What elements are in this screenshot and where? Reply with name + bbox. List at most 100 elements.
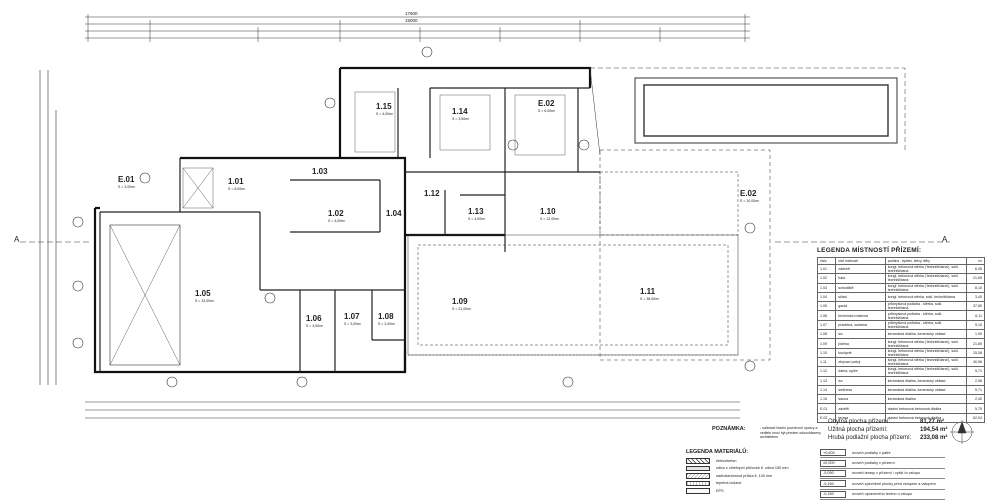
material-swatch — [686, 488, 710, 494]
legend-cell: 1.11 — [816, 356, 837, 368]
area-label: Hrubá podlažní plocha přízemí: — [828, 435, 912, 441]
legend-cell: kongl. betonová stěrka ('technišťdana'),… — [884, 338, 967, 349]
room-number: 1.15 — [376, 102, 392, 111]
level-value: ±0,000 — [820, 459, 846, 467]
legend-cell: 1.06 — [816, 310, 837, 321]
material-label: zdivo z cihelných přičovek tl. zdiva 150… — [716, 466, 789, 471]
material-row: železobeton — [686, 457, 816, 465]
legend-cell: účel místnosti — [835, 257, 886, 265]
legend-cell: 1.14 — [816, 384, 837, 396]
legend-cell: 3,40 — [965, 291, 986, 303]
area-value: 194,54 m² — [920, 427, 948, 433]
material-row: EPS — [686, 487, 816, 495]
level-row: -0,050 úroveň terasy v přízemí / vyšší to… — [820, 469, 945, 480]
level-label: úroveň upraveného terénu u vstupu — [852, 492, 912, 497]
material-swatch — [686, 465, 710, 471]
material-row: sádrokartonová příčka tl. 100 mm — [686, 472, 816, 480]
legend-title: LEGENDA MÍSTNOSTÍ PŘÍZEMÍ: — [817, 247, 922, 254]
legend-cell: jídelna — [835, 338, 886, 349]
level-label: úroveň podlahy v přízemí — [852, 461, 895, 466]
room-number: E.02 — [740, 189, 757, 198]
legend-cell: 6,11 — [965, 310, 986, 321]
legend-cell: kongl. betonová stěrka ('technišťdana'),… — [884, 347, 967, 358]
room-number: 1.03 — [312, 167, 328, 176]
legend-cell: 2,56 — [965, 375, 986, 386]
legend-cell: wc — [835, 375, 886, 386]
legend-cell: keramická dlažba — [884, 394, 967, 405]
room-number: 1.06 — [306, 314, 322, 323]
room-number: 1.05 — [195, 289, 211, 298]
room-number: E.02 — [538, 99, 555, 108]
room-area: S = 3,00m² — [118, 185, 136, 189]
level-value: -0,050 — [820, 469, 846, 477]
legend-cell: kongl. betonová stěrka ('technišťdana'),… — [884, 263, 967, 275]
dimension-label: 15000 — [405, 18, 418, 23]
room-number: 1.10 — [540, 207, 556, 216]
legend-cell: schodiště — [835, 282, 886, 293]
section-mark-right: A — [942, 235, 947, 244]
room-area: S = 4,00m² — [468, 217, 486, 221]
level-value: +0,600 — [820, 449, 846, 457]
room-area: S = 3,50m² — [452, 117, 470, 121]
legend-cell: hala — [835, 273, 886, 284]
room-number: 1.08 — [378, 312, 394, 321]
room-area: S = 12,00m² — [540, 217, 560, 221]
legend-cell: 5,71 — [965, 366, 986, 377]
material-label: EPS — [716, 488, 724, 493]
level-label: úroveň terasy v přízemí / vyšší to vstup… — [852, 471, 920, 476]
legend-cell: obývací pokoj — [835, 356, 886, 368]
area-row: Užitná plocha přízemí:194,54 m² — [828, 426, 947, 434]
legend-cell: kongl. betonová stěrka, sokl. technišťda… — [884, 291, 967, 303]
area-row: Hrubá podlažní plocha přízemí: 233,08 m² — [828, 434, 947, 442]
room-number: 1.02 — [328, 209, 344, 218]
legend-cell: 1.15 — [816, 394, 837, 405]
legend-cell: kongl. betonová stěrka ('technišťdana'),… — [884, 356, 967, 368]
room-area: S = 38,00m² — [640, 297, 660, 301]
legend-cell: E.01 — [816, 403, 837, 414]
legend-cell: 5,10 — [965, 319, 986, 331]
area-label: Obytná plocha přízemí: — [828, 419, 891, 425]
material-row: zdivo z cihelných přičovek tl. zdiva 150… — [686, 465, 816, 473]
legend-cell: 15,08 — [965, 347, 986, 358]
legend-cell: 1.05 — [816, 301, 837, 312]
legend-cell: 1,90 — [965, 329, 986, 340]
room-number: 1.12 — [424, 189, 440, 198]
legend-cell: 1.03 — [816, 282, 837, 293]
room-number: 1.04 — [386, 209, 402, 218]
material-swatch — [686, 458, 710, 464]
legend-cell: průmyslová podlaha - stěrka, sokl. techn… — [884, 319, 967, 331]
room-number: 1.13 — [468, 207, 484, 216]
legend-cell: 6,45 — [965, 263, 986, 275]
legend-cell: kongl. betonová stěrka ('technišťdana'),… — [884, 273, 967, 284]
room-area: S = 4,00m² — [306, 324, 324, 328]
legend-cell: kongl. betonová stěrka ('technišťdana'),… — [884, 282, 967, 293]
material-label: železobeton — [716, 458, 737, 463]
room-number: 1.07 — [344, 312, 360, 321]
room-area: S = 10,00m² — [740, 199, 760, 203]
legend-cell: 8,10 — [965, 282, 986, 293]
legend-cell: 37,80 — [965, 301, 986, 312]
area-row: Obytná plocha přízemí:81,27 m² — [828, 418, 947, 426]
legend-cell: prádelna, sušárna — [835, 319, 886, 331]
legend-cell: kuchyně — [835, 347, 886, 358]
area-value: 233,08 m² — [920, 435, 948, 441]
legend-cell: 21,65 — [965, 273, 986, 284]
room-area: S = 4,00m² — [328, 219, 346, 223]
legend-cell: průmyslová podlaha - stěrka, sokl. techn… — [884, 301, 967, 312]
room-number: 1.11 — [640, 287, 656, 296]
